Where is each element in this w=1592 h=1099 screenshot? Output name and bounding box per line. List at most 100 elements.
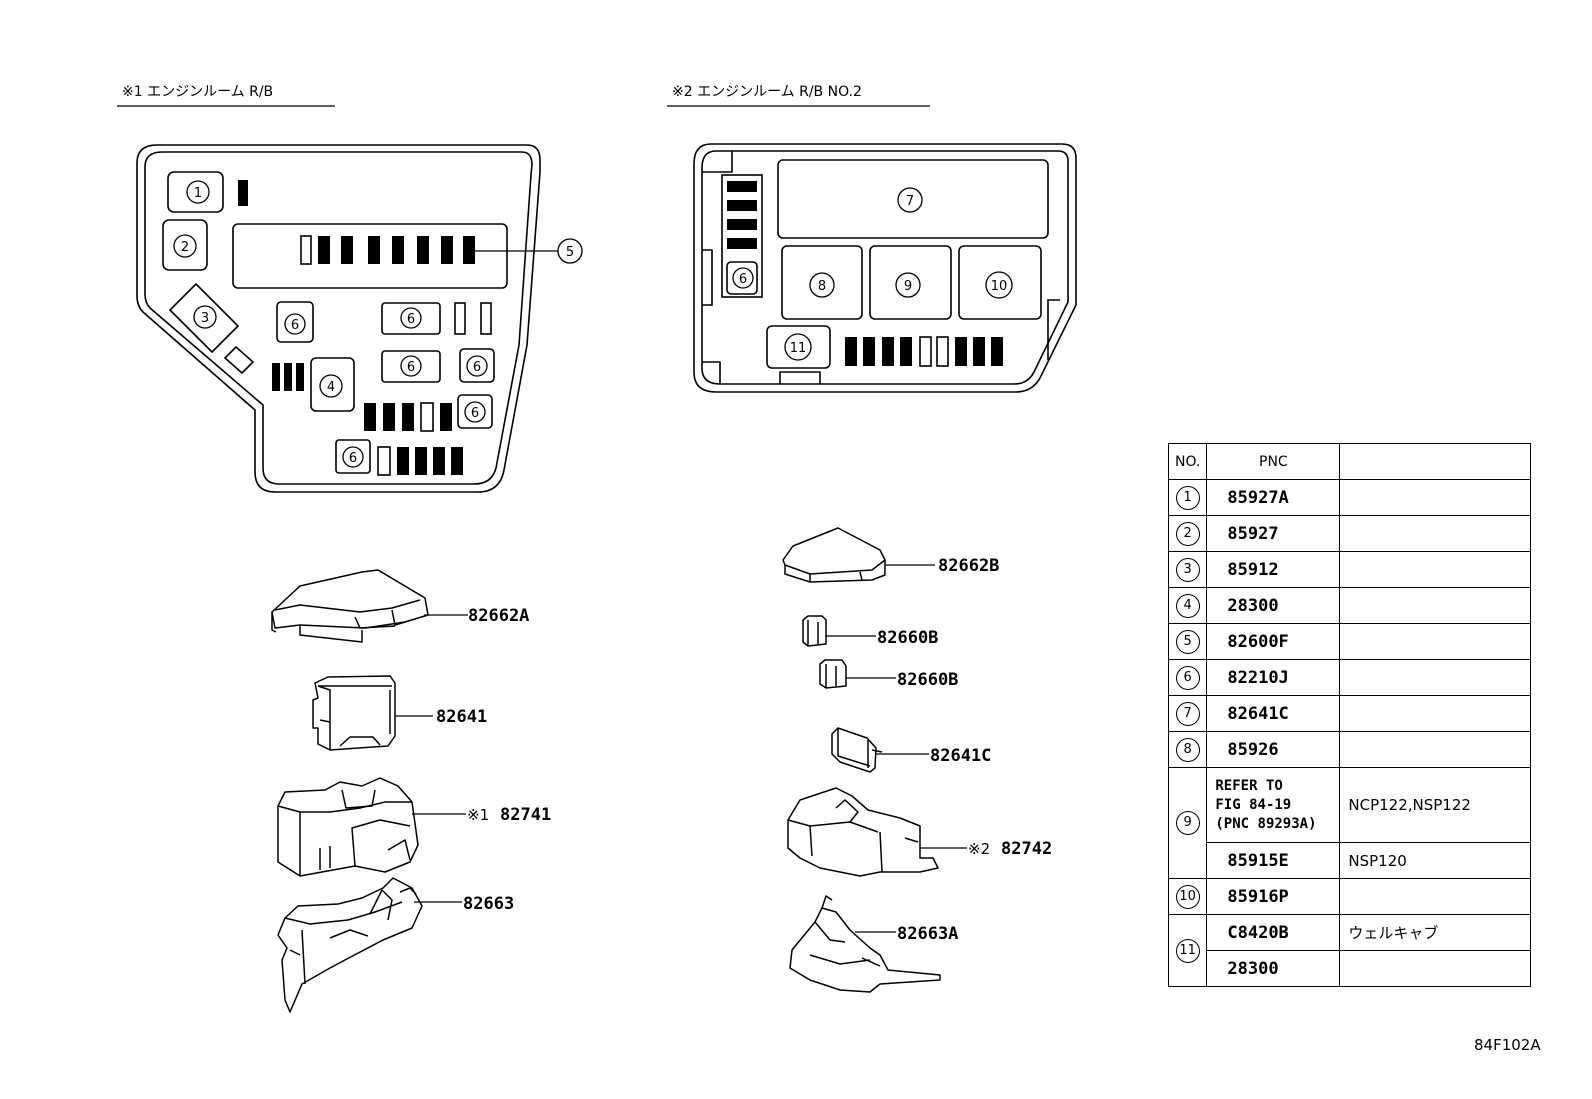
callout-6d: 6 bbox=[466, 355, 488, 377]
row-pnc: 85927A bbox=[1227, 487, 1289, 508]
svg-text:7: 7 bbox=[906, 194, 914, 209]
label-mark-2: ※2 bbox=[968, 840, 990, 858]
callout-6e: 6 bbox=[464, 401, 486, 423]
callout-6c: 6 bbox=[400, 355, 422, 377]
row-pnc: 28300 bbox=[1227, 595, 1279, 616]
table-row: 11 C8420B ウェルキャブ bbox=[1167, 914, 1532, 987]
right-part-labels: 82662B 82660B 82660B 82641C ※2 82742 826… bbox=[877, 556, 1052, 944]
row-pnc: 82210J bbox=[1227, 667, 1289, 688]
box1-callouts: 1 2 3 4 5 6 6 6 6 6 6 bbox=[173, 180, 583, 468]
row-remark bbox=[1339, 515, 1532, 552]
svg-text:6: 6 bbox=[473, 360, 481, 375]
svg-text:1: 1 bbox=[194, 186, 202, 201]
row-remark bbox=[1339, 479, 1532, 516]
part-connector-82660b-a bbox=[802, 615, 827, 647]
svg-text:5: 5 bbox=[566, 245, 574, 260]
label-82741: 82741 bbox=[500, 805, 551, 825]
box2-callouts: 6 7 8 9 10 11 bbox=[732, 187, 1013, 361]
table-row: 6 82210J bbox=[1167, 659, 1532, 696]
refer-line-3: (PNC 89293A) bbox=[1215, 815, 1317, 832]
header-pnc: PNC bbox=[1206, 443, 1341, 480]
svg-text:6: 6 bbox=[471, 406, 479, 421]
svg-text:3: 3 bbox=[201, 311, 209, 326]
svg-text:6: 6 bbox=[349, 451, 357, 466]
row-remark: ウェルキャブ bbox=[1339, 914, 1532, 951]
callout-1: 1 bbox=[186, 180, 210, 204]
svg-text:6: 6 bbox=[407, 360, 415, 375]
label-mark-1: ※1 bbox=[467, 806, 489, 824]
callout-6a: 6 bbox=[284, 313, 306, 335]
row-pnc: 85915E bbox=[1227, 850, 1289, 871]
label-82663a: 82663A bbox=[897, 924, 958, 944]
row-remark bbox=[1339, 878, 1532, 915]
part-connector-82660b-b bbox=[819, 659, 847, 689]
row-number: 11 bbox=[1175, 938, 1200, 963]
table-row: 28300 bbox=[1169, 950, 1532, 987]
callout-10: 10 bbox=[985, 271, 1013, 299]
label-82742: 82742 bbox=[1001, 839, 1052, 859]
table-row: 9 REFER TO FIG 84-19 (PNC 89293A) NCP122… bbox=[1167, 767, 1532, 879]
figure-code: 84F102A bbox=[1474, 1036, 1541, 1054]
header-no: NO. bbox=[1167, 443, 1208, 480]
table-row: 5 82600F bbox=[1167, 623, 1532, 660]
table-row: 3 85912 bbox=[1167, 551, 1532, 588]
label-82662b: 82662B bbox=[938, 556, 999, 576]
box1-header: ※1 エンジンルーム R/B bbox=[122, 84, 273, 100]
svg-text:11: 11 bbox=[790, 341, 807, 356]
svg-text:10: 10 bbox=[991, 279, 1008, 294]
row-remark bbox=[1339, 623, 1532, 660]
label-82660b-a: 82660B bbox=[877, 628, 938, 648]
row-number: 7 bbox=[1175, 701, 1200, 726]
refer-line-2: FIG 84-19 bbox=[1215, 796, 1292, 813]
row-remark: NCP122,NSP122 bbox=[1339, 767, 1532, 843]
callout-6f: 6 bbox=[342, 446, 364, 468]
svg-text:6: 6 bbox=[739, 272, 747, 287]
table-row: 4 28300 bbox=[1167, 587, 1532, 624]
box2-fuses bbox=[727, 181, 1003, 366]
row-remark bbox=[1339, 695, 1532, 732]
label-82641: 82641 bbox=[436, 707, 487, 727]
header-remarks bbox=[1339, 443, 1532, 480]
callout-2: 2 bbox=[173, 234, 197, 258]
label-82663: 82663 bbox=[463, 894, 514, 914]
refer-line-1: REFER TO bbox=[1215, 777, 1283, 794]
row-number: 6 bbox=[1175, 665, 1200, 690]
row-remark bbox=[1339, 731, 1532, 768]
row-remark bbox=[1339, 551, 1532, 588]
svg-text:8: 8 bbox=[818, 279, 826, 294]
box1-fuses bbox=[238, 180, 475, 475]
left-part-labels: 82662A 82641 ※1 82741 82663 bbox=[436, 606, 551, 914]
callout-5: 5 bbox=[557, 238, 583, 264]
callout-4: 4 bbox=[319, 374, 343, 398]
row-remark: NSP120 bbox=[1339, 842, 1532, 879]
part-box-body-82742 bbox=[787, 787, 939, 877]
row-pnc: 85916P bbox=[1227, 886, 1289, 907]
row-number: 9 bbox=[1175, 811, 1200, 835]
row-number: 2 bbox=[1175, 521, 1200, 546]
part-relay-82641c bbox=[831, 727, 883, 773]
row-pnc: C8420B bbox=[1227, 922, 1289, 943]
row-pnc: 82641C bbox=[1227, 703, 1289, 724]
table-row: 10 85916P bbox=[1167, 878, 1532, 915]
box2-header: ※2 エンジンルーム R/B NO.2 bbox=[672, 84, 862, 100]
table-header-row: NO. PNC bbox=[1167, 443, 1532, 480]
row-pnc: 85927 bbox=[1227, 523, 1279, 544]
relay-box-2 bbox=[693, 143, 1077, 393]
table-row: 1 85927A bbox=[1167, 479, 1532, 516]
row-remark bbox=[1339, 950, 1532, 987]
table-row: 8 85926 bbox=[1167, 731, 1532, 768]
table-row: 85915E NSP120 bbox=[1169, 842, 1532, 879]
svg-text:9: 9 bbox=[904, 279, 912, 294]
table-row: 2 85927 bbox=[1167, 515, 1532, 552]
callout-7: 7 bbox=[897, 187, 923, 213]
relay-box-1 bbox=[136, 144, 541, 493]
row-number: 10 bbox=[1175, 884, 1200, 909]
svg-text:4: 4 bbox=[327, 380, 335, 395]
row-remark bbox=[1339, 659, 1532, 696]
row-number: 4 bbox=[1175, 593, 1200, 618]
callout-3: 3 bbox=[193, 305, 217, 329]
callout-8: 8 bbox=[809, 272, 835, 298]
callout-6b: 6 bbox=[400, 307, 422, 329]
table-row: 7 82641C bbox=[1167, 695, 1532, 732]
row-number: 3 bbox=[1175, 557, 1200, 582]
